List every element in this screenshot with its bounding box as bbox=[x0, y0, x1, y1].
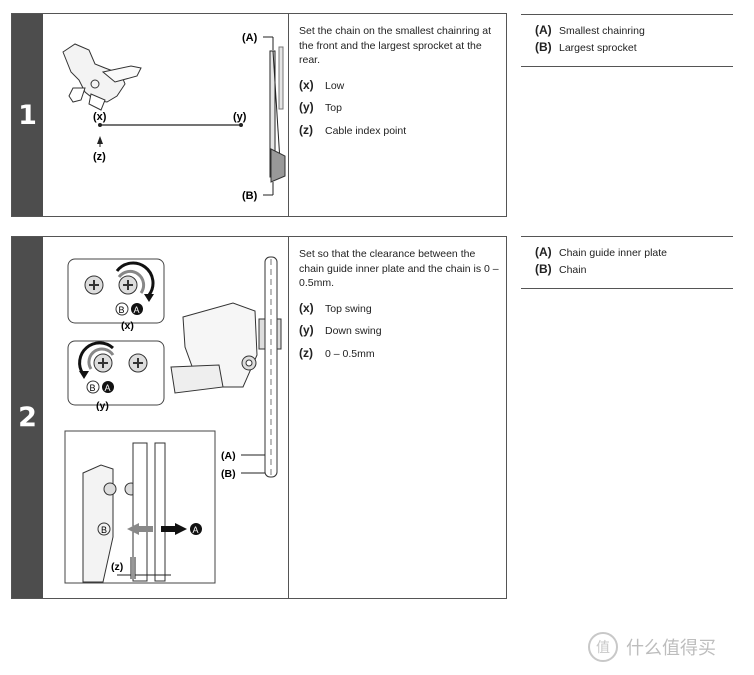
step-number: 1 bbox=[12, 14, 43, 216]
step-1-panel: 1 (x) (y) (z) (A) bbox=[11, 13, 507, 217]
label-y: (y) bbox=[233, 111, 247, 123]
step-2-text: Set so that the clearance between the ch… bbox=[299, 247, 500, 368]
circle-a-label: A bbox=[193, 525, 199, 535]
step-1-side-legend: (A) Smallest chainring (B) Largest sproc… bbox=[521, 14, 733, 67]
shifter-diagram: (x) (y) (z) (A) (B) bbox=[62, 32, 286, 202]
legend-label: Top bbox=[325, 102, 342, 114]
label-b: (B) bbox=[221, 468, 236, 480]
label-z: (z) bbox=[93, 151, 106, 163]
side-legend-item-b: (B) Largest sprocket bbox=[535, 40, 733, 54]
label-y: (y) bbox=[96, 400, 109, 412]
watermark-logo-icon: 值 bbox=[588, 632, 618, 662]
circle-a-label: A bbox=[134, 305, 140, 315]
legend-item-x: (x) Top swing bbox=[299, 301, 500, 317]
legend-item-z: (z) Cable index point bbox=[299, 123, 500, 139]
guide-plate-icon bbox=[82, 442, 166, 583]
step-2-instruction: Set so that the clearance between the ch… bbox=[299, 248, 499, 289]
legend-label: Smallest chainring bbox=[559, 25, 645, 37]
derailleur-diagram: B A (x) B A (y) bbox=[64, 256, 282, 584]
step-1-text: Set the chain on the smallest chainring … bbox=[299, 24, 500, 145]
shifter-lever-icon bbox=[62, 43, 142, 111]
step-number: 2 bbox=[12, 237, 43, 598]
legend-key: (B) bbox=[535, 262, 552, 276]
inset-top-swing bbox=[67, 258, 165, 324]
step-1-instruction: Set the chain on the smallest chainring … bbox=[299, 25, 492, 66]
legend-key: (y) bbox=[299, 100, 314, 114]
legend-item-x: (x) Low bbox=[299, 78, 500, 94]
legend-key: (x) bbox=[299, 77, 314, 92]
legend-label: Chain bbox=[559, 264, 587, 276]
label-b: (B) bbox=[242, 190, 258, 202]
legend-key: (z) bbox=[299, 345, 313, 360]
step-1-figure: (x) (y) (z) (A) (B) bbox=[43, 14, 289, 216]
legend-key: (B) bbox=[535, 40, 552, 54]
adjust-screw-icon bbox=[78, 341, 148, 379]
legend-key: (x) bbox=[299, 300, 314, 315]
step-2-side-legend: (A) Chain guide inner plate (B) Chain bbox=[521, 236, 733, 289]
adjust-screw-icon bbox=[84, 261, 155, 302]
largest-sprocket bbox=[270, 148, 286, 183]
side-legend-item-a: (A) Chain guide inner plate bbox=[535, 245, 733, 259]
circle-b-label: B bbox=[90, 383, 96, 393]
legend-key: (A) bbox=[535, 23, 552, 37]
circle-a-label: A bbox=[105, 383, 111, 393]
side-legend-item-b: (B) Chain bbox=[535, 262, 733, 276]
step-2-figure: B A (x) B A (y) bbox=[43, 237, 289, 598]
step-2-panel: 2 B A (x) bbox=[11, 236, 507, 599]
legend-item-z: (z) 0 – 0.5mm bbox=[299, 346, 500, 362]
legend-item-y: (y) Top bbox=[299, 100, 500, 116]
label-a: (A) bbox=[242, 32, 258, 44]
chain-icon bbox=[264, 256, 278, 478]
legend-label: Cable index point bbox=[325, 124, 407, 137]
legend-item-y: (y) Down swing bbox=[299, 323, 500, 339]
watermark: 值 什么值得买 bbox=[588, 632, 716, 662]
circle-b-label: B bbox=[101, 525, 107, 535]
label-x: (x) bbox=[121, 320, 134, 332]
legend-label: Down swing bbox=[325, 325, 382, 337]
legend-label: 0 – 0.5mm bbox=[325, 347, 375, 360]
legend-label: Chain guide inner plate bbox=[559, 247, 667, 259]
legend-key: (z) bbox=[299, 122, 313, 137]
legend-key: (y) bbox=[299, 323, 314, 337]
circle-b-label: B bbox=[119, 305, 125, 315]
watermark-text: 什么值得买 bbox=[626, 638, 716, 659]
legend-label: Top swing bbox=[325, 302, 372, 315]
legend-key: (A) bbox=[535, 245, 552, 259]
label-z: (z) bbox=[111, 561, 123, 573]
legend-label: Largest sprocket bbox=[559, 42, 637, 54]
side-legend-item-a: (A) Smallest chainring bbox=[535, 23, 733, 37]
legend-label: Low bbox=[325, 79, 345, 92]
label-x: (x) bbox=[93, 111, 107, 123]
label-a: (A) bbox=[221, 450, 236, 462]
